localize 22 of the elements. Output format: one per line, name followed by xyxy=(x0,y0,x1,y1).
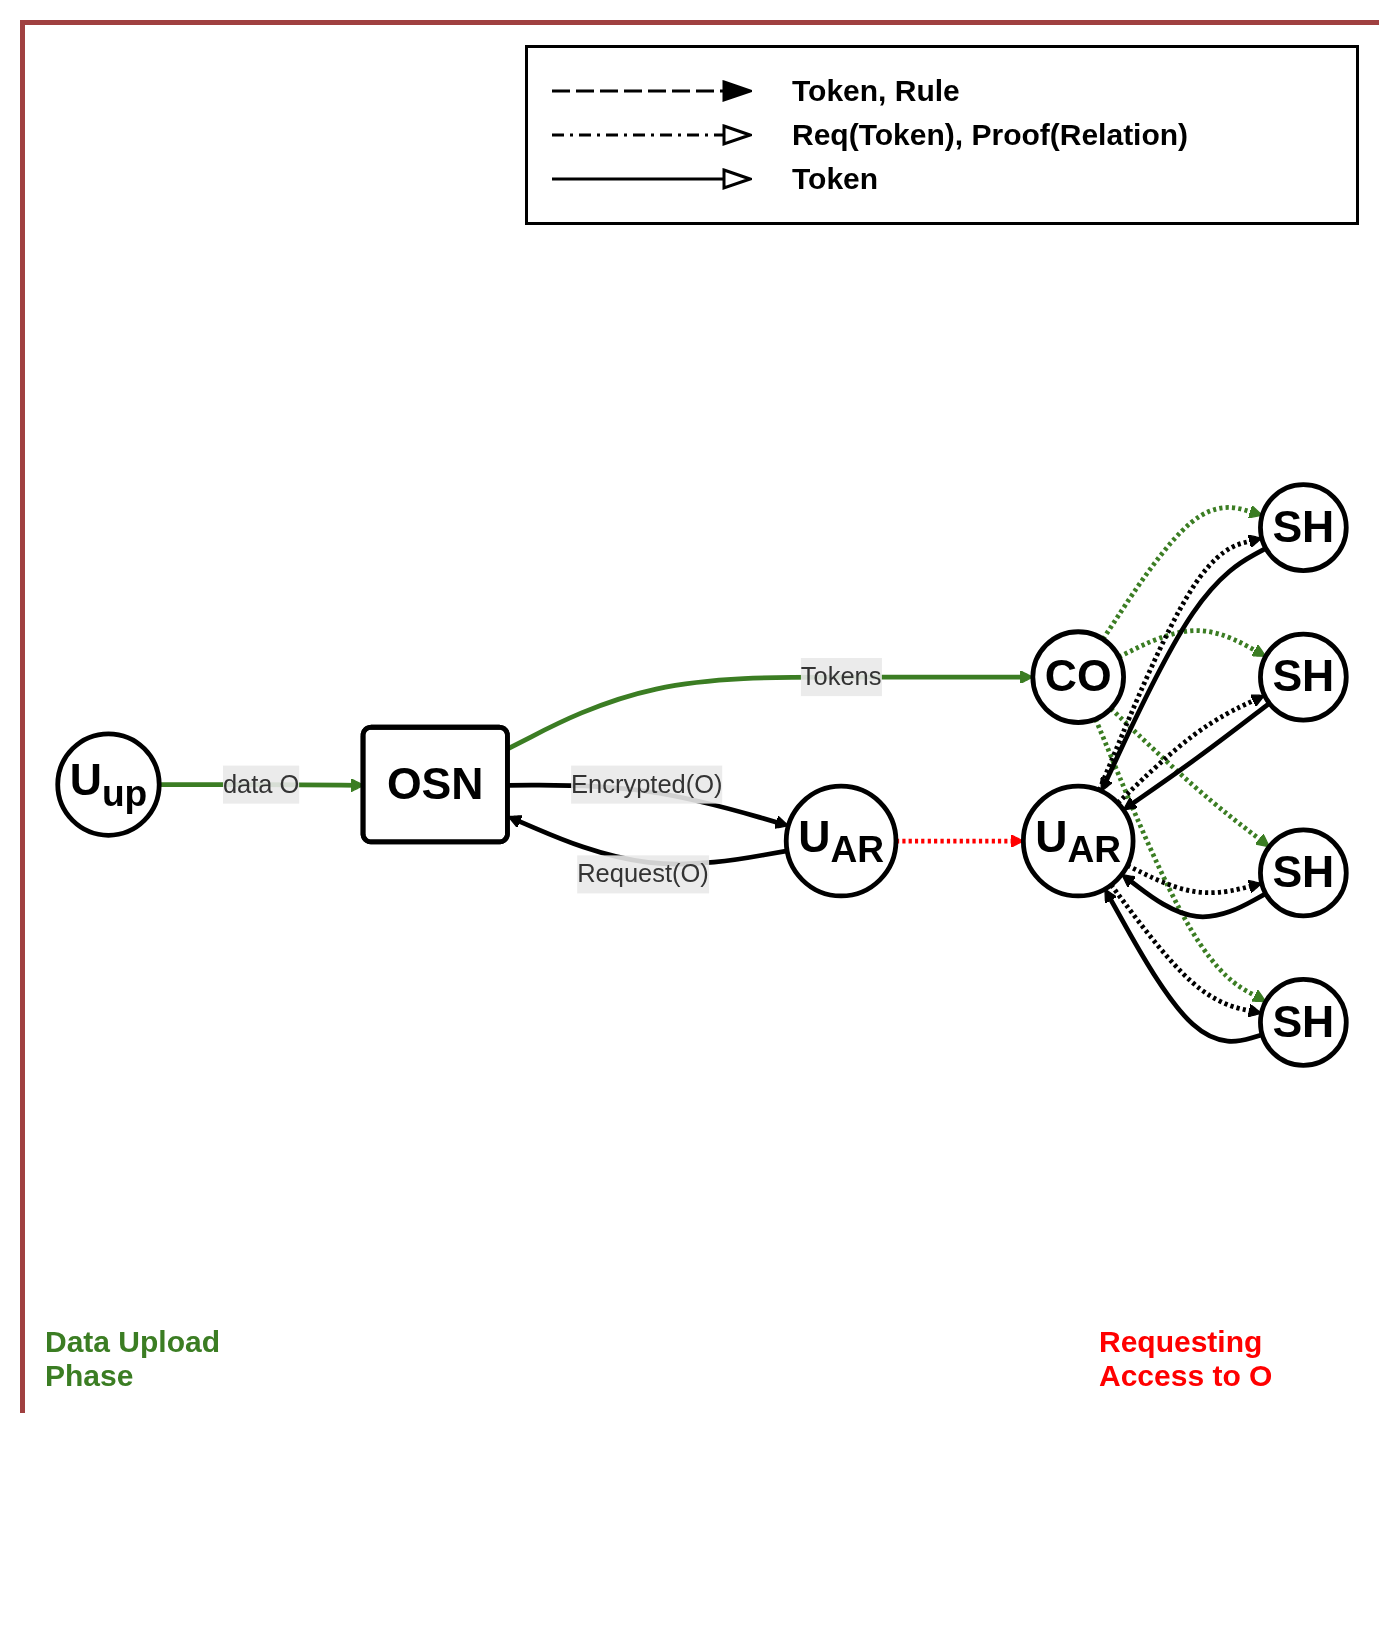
node-circle: SH xyxy=(1258,631,1349,723)
node-circle: SH xyxy=(1258,827,1349,919)
legend-text: Token xyxy=(792,162,879,196)
arrow xyxy=(1093,718,1267,1003)
legend-text: Req(Token), Proof(Relation) xyxy=(792,118,1189,152)
node-circle: U$_{AR}$ xyxy=(1020,783,1136,899)
arrow xyxy=(1122,701,1271,811)
node-circle: SH xyxy=(1258,977,1349,1068)
edge-label: Request(O) xyxy=(577,860,709,888)
legend-text: Token, Rule xyxy=(792,74,960,108)
edge-label: Encrypted(O) xyxy=(571,770,723,798)
node-circle: U$_{AR}$ xyxy=(783,783,899,899)
edge-label: Tokens xyxy=(800,662,882,690)
phase-label: Requesting Access to O xyxy=(1099,1325,1274,1393)
node-circle: U$_{up}$ xyxy=(55,731,162,838)
edge-label: data O xyxy=(222,770,300,798)
phase-label: Data Upload Phase xyxy=(45,1325,222,1393)
arrow xyxy=(1104,888,1263,1044)
node-circle: CO xyxy=(1030,629,1126,725)
arrow xyxy=(1121,873,1267,920)
node-circle: SH xyxy=(1258,482,1349,573)
arrow xyxy=(1116,694,1266,805)
